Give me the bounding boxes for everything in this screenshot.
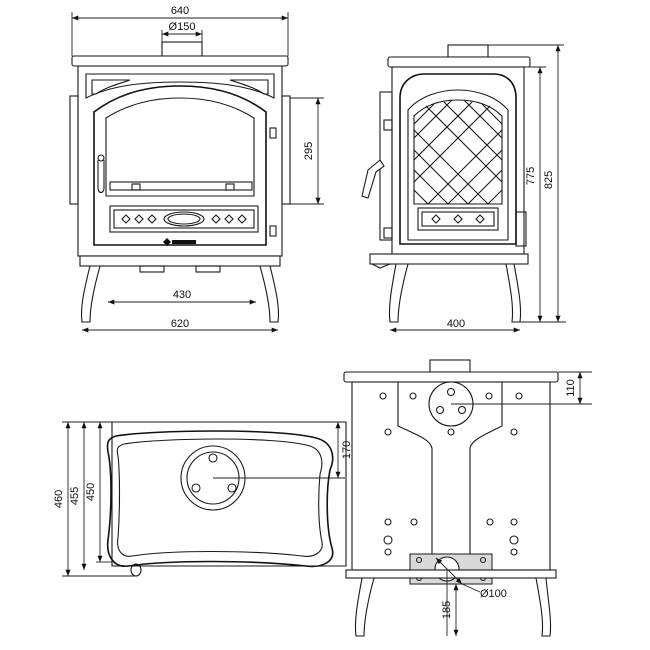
- front-dimensions: 640 Ø150 295 430 620: [71, 5, 324, 333]
- dim-top-170: 170: [341, 441, 353, 459]
- front-top-plate: [71, 55, 289, 67]
- front-door-handle: [97, 160, 105, 194]
- front-flue-collar: [161, 41, 203, 57]
- side-top-plate: [387, 56, 531, 68]
- top-view: [106, 421, 347, 577]
- back-view: [343, 359, 559, 637]
- dim-back-110: 110: [565, 379, 577, 397]
- back-dimensions: 110 185 Ø100: [435, 371, 592, 636]
- top-cooking-plate: [106, 430, 334, 568]
- side-flue-collar: [447, 44, 489, 58]
- front-door: [93, 85, 267, 246]
- dim-top-450: 450: [85, 483, 97, 501]
- front-left-side-panel: [69, 95, 79, 205]
- side-dimensions: 775 825 400: [390, 44, 566, 333]
- dim-top-460: 460: [53, 490, 65, 508]
- dim-base-width: 620: [171, 318, 189, 330]
- side-view: [361, 44, 531, 323]
- dim-top-455: 455: [69, 487, 81, 505]
- dim-front-width: 640: [171, 5, 189, 17]
- back-flue-collar: [429, 359, 471, 373]
- dim-side-775: 775: [525, 167, 537, 185]
- top-dimensions: 460 455 450 170: [53, 421, 353, 577]
- front-air-control: [163, 211, 205, 227]
- dim-front-295: 295: [303, 142, 315, 160]
- dim-side-depth: 400: [447, 318, 465, 330]
- front-right-side-panel: [281, 95, 291, 205]
- front-right-leg: [259, 265, 280, 323]
- top-outer-plate: [111, 421, 347, 567]
- dim-side-825: 825: [543, 171, 555, 189]
- front-base: [79, 255, 281, 267]
- front-view: [69, 41, 291, 323]
- front-door-glass: [105, 97, 255, 197]
- front-left-leg: [80, 265, 101, 323]
- dim-flue-diameter: Ø150: [169, 21, 196, 33]
- side-handle: [361, 159, 385, 199]
- dim-back-185: 185: [441, 601, 453, 619]
- front-logo-icon: [163, 238, 171, 246]
- dim-rear-air-diameter: Ø100: [480, 588, 507, 600]
- front-ash-panel: [109, 205, 259, 233]
- side-lattice-window: [413, 99, 503, 205]
- dim-leg-span: 430: [173, 289, 191, 301]
